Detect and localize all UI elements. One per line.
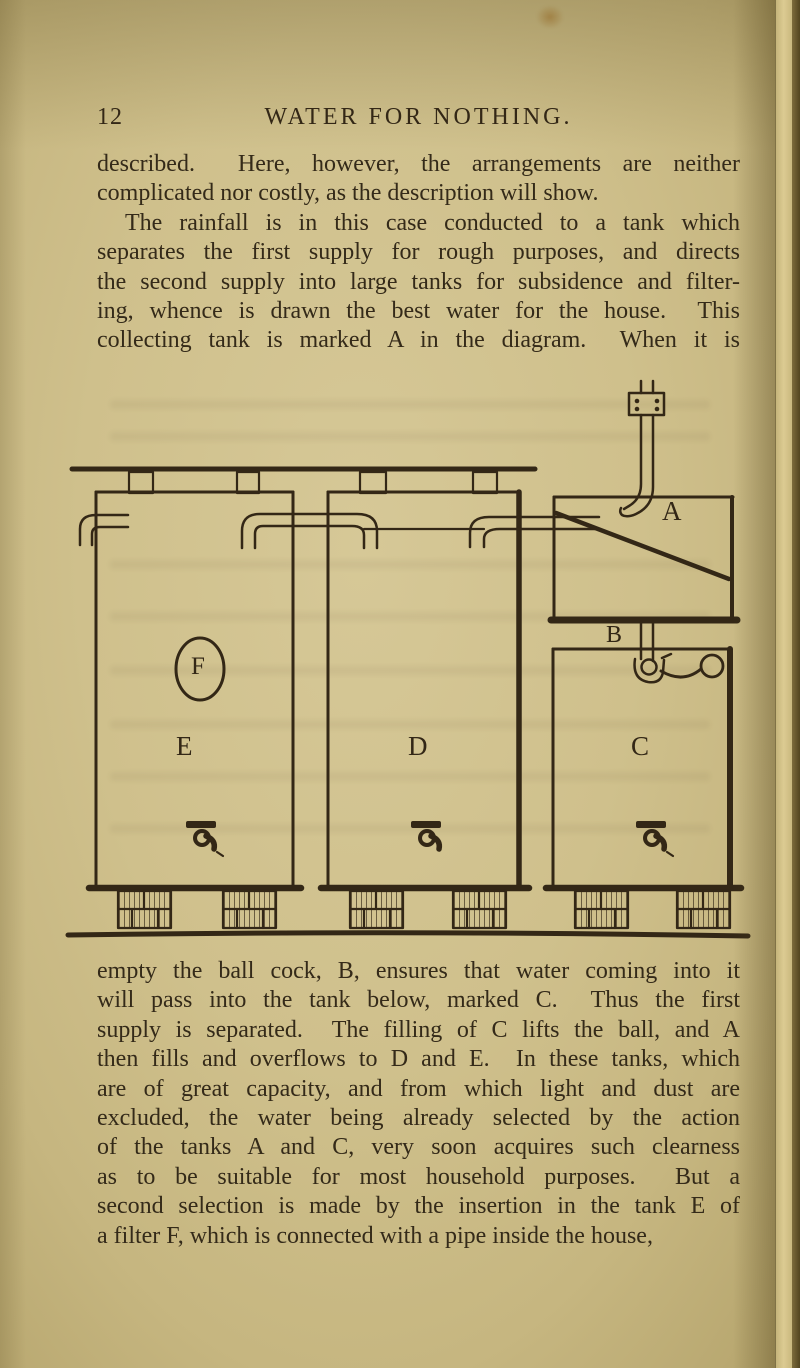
text-line: second selection is made by the insertio… [97, 1193, 740, 1220]
showthrough-line [110, 432, 710, 441]
showthrough-line [110, 560, 710, 569]
tank-C-label: C [631, 731, 650, 761]
text-line: as to be suitable for most household pur… [97, 1163, 740, 1190]
paragraph-upper: described. Here, however, the arrangemen… [97, 150, 740, 356]
showthrough-line [110, 824, 710, 833]
showthrough-line [110, 400, 710, 409]
foxing-stain [536, 5, 564, 29]
tank-E-label: E [176, 731, 193, 761]
showthrough-line [110, 666, 710, 675]
ball-cock-B-label: B [606, 622, 623, 648]
overflow-pipes [78, 512, 601, 550]
running-header-title: WATER FOR NOTHING. [264, 104, 573, 130]
book-gutter-edge [792, 0, 800, 1368]
text-line: will pass into the tank below, marked C.… [97, 987, 740, 1014]
text-line: excluded, the water being already select… [97, 1105, 740, 1132]
page-edge-strip [775, 0, 793, 1368]
page-top-shadow [0, 0, 800, 150]
text-line: a filter F, which is connected with a pi… [97, 1222, 653, 1249]
text-line: of the tanks A and C, very soon acquires… [97, 1134, 740, 1161]
text-line: supply is separated. The filling of C li… [97, 1016, 740, 1043]
ground-line [65, 930, 751, 939]
text-line: collecting tank is marked A in the diagr… [97, 327, 740, 354]
showthrough-line [110, 772, 710, 781]
text-line: The rainfall is in this case conducted t… [125, 209, 740, 236]
text-line: then fills and overflows to D and E. In … [97, 1046, 740, 1073]
page-left-shadow [0, 0, 26, 1368]
text-line: complicated nor costly, as the descripti… [97, 180, 599, 207]
text-line: separates the first supply for rough pur… [97, 239, 740, 266]
filter-F-label: F [191, 653, 205, 680]
text-line: described. Here, however, the arrangemen… [97, 151, 740, 177]
collecting-tank-A [547, 495, 741, 624]
text-line: empty the ball cock, B, ensures that wat… [97, 958, 740, 984]
brick-piers-icon [116, 889, 732, 930]
showthrough-line [110, 720, 710, 729]
tank-A-label: A [662, 496, 682, 526]
showthrough-line [110, 612, 710, 621]
tank-cover [69, 466, 538, 495]
text-line: are of great capacity, and from which li… [97, 1075, 740, 1102]
page-curl-shadow [733, 0, 775, 1368]
page-number: 12 [97, 104, 123, 130]
tank-A-divider [553, 510, 732, 582]
text-line: the second supply into large tanks for s… [97, 268, 740, 295]
paragraph-lower: empty the ball cock, B, ensures that wat… [97, 957, 740, 1251]
tank-C [542, 646, 745, 892]
text-line: ing, whence is drawn the best water for … [97, 298, 740, 325]
tank-D-label: D [408, 731, 428, 761]
